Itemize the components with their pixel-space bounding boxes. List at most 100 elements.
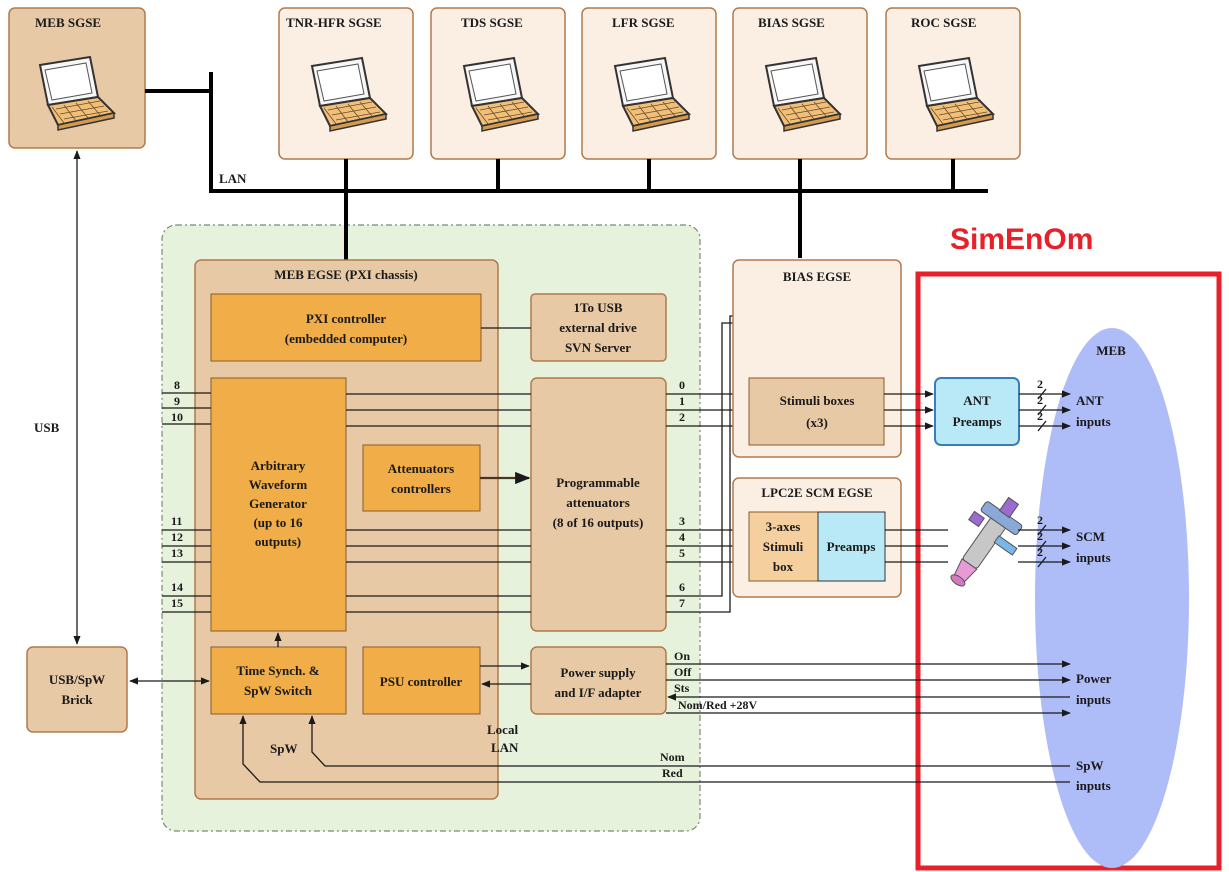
meb-title: MEB bbox=[1096, 343, 1126, 358]
usb-label: USB bbox=[34, 420, 60, 435]
time-label-2: SpW Switch bbox=[244, 683, 313, 698]
awg-channel-lines bbox=[162, 392, 531, 613]
pxi-label-2: (embedded computer) bbox=[285, 331, 407, 346]
power-label-1: Power supply bbox=[560, 665, 636, 680]
scm-width-1: 2 bbox=[1037, 513, 1043, 527]
scm-to-meb-lines bbox=[885, 524, 1071, 568]
programmable-attenuators[interactable]: Programmable attenuators (8 of 16 output… bbox=[530, 377, 667, 632]
att-ctrl-label-2: controllers bbox=[391, 481, 451, 496]
att-ch-7: 7 bbox=[679, 596, 685, 610]
time-synch-spw-switch[interactable]: Time Synch. & SpW Switch bbox=[210, 646, 347, 715]
scm-stim-label-3: box bbox=[773, 559, 794, 574]
att-ctrl-label-1: Attenuators bbox=[388, 461, 454, 476]
simenom-frame bbox=[915, 271, 1222, 871]
att-ch-6: 6 bbox=[679, 580, 685, 594]
meb-power-label-1: Power bbox=[1076, 671, 1112, 686]
meb-power-label-2: inputs bbox=[1076, 692, 1111, 707]
power-on-label: On bbox=[674, 649, 690, 663]
meb-spw-label-2: inputs bbox=[1076, 778, 1111, 793]
ant-width-1: 2 bbox=[1037, 377, 1043, 391]
meb-egse-title: MEB EGSE (PXI chassis) bbox=[274, 267, 417, 282]
stim-label-2: (x3) bbox=[806, 415, 828, 430]
meb-sgse[interactable]: MEB SGSE bbox=[8, 7, 146, 149]
usb-external-drive[interactable]: 1To USB external drive SVN Server bbox=[530, 293, 667, 362]
local-lan-label-1: Local bbox=[487, 722, 518, 737]
scm-stim-label-2: Stimuli bbox=[763, 539, 804, 554]
awg-ch-10: 10 bbox=[171, 410, 183, 424]
tnr-sgse-label: TNR-HFR SGSE bbox=[286, 15, 382, 30]
ant-preamps[interactable]: ANT Preamps bbox=[934, 377, 1020, 446]
tnr-sgse[interactable]: TNR-HFR SGSE bbox=[278, 7, 414, 160]
lfr-sgse[interactable]: LFR SGSE bbox=[581, 7, 717, 160]
power-label-2: and I/F adapter bbox=[555, 685, 642, 700]
awg-ch-15: 15 bbox=[171, 596, 183, 610]
ant-preamps-label-2: Preamps bbox=[953, 414, 1002, 429]
awg-ch-14: 14 bbox=[171, 580, 183, 594]
pxi-controller[interactable]: PXI controller (embedded computer) bbox=[210, 293, 482, 362]
meb-ant-label-2: inputs bbox=[1076, 414, 1111, 429]
power-off-label: Off bbox=[674, 665, 692, 679]
prog-label-1: Programmable bbox=[556, 475, 640, 490]
meb-ellipse bbox=[1035, 328, 1189, 868]
bias-sgse-label: BIAS SGSE bbox=[758, 15, 825, 30]
meb-sgse-label: MEB SGSE bbox=[35, 15, 101, 30]
ant-to-meb-lines bbox=[1019, 388, 1071, 432]
lpc2e-title: LPC2E SCM EGSE bbox=[761, 485, 872, 500]
awg-label-4: (up to 16 bbox=[253, 515, 303, 530]
scm-stimuli-box[interactable]: 3-axes Stimuli box bbox=[748, 511, 819, 582]
awg-label-1: Arbitrary bbox=[251, 458, 306, 473]
power-lines bbox=[666, 660, 1071, 717]
power-supply-adapter[interactable]: Power supply and I/F adapter bbox=[530, 646, 667, 715]
spw-lines bbox=[239, 715, 1070, 783]
ant-width-3: 2 bbox=[1037, 409, 1043, 423]
scm-preamps-label: Preamps bbox=[827, 539, 876, 554]
awg-module[interactable]: Arbitrary Waveform Generator (up to 16 o… bbox=[210, 377, 347, 632]
scm-width-2: 2 bbox=[1037, 529, 1043, 543]
awg-label-2: Waveform bbox=[249, 477, 308, 492]
power-sts-label: Sts bbox=[674, 681, 690, 695]
time-label-1: Time Synch. & bbox=[236, 663, 319, 678]
awg-ch-9: 9 bbox=[174, 394, 180, 408]
attenuators-controllers[interactable]: Attenuators controllers bbox=[362, 444, 481, 512]
meb-scm-label-2: inputs bbox=[1076, 550, 1111, 565]
drive-label-3: SVN Server bbox=[565, 340, 631, 355]
psu-controller[interactable]: PSU controller bbox=[362, 646, 481, 715]
att-ch-0: 0 bbox=[679, 378, 685, 392]
bias-egse-title: BIAS EGSE bbox=[783, 269, 851, 284]
att-ch-5: 5 bbox=[679, 546, 685, 560]
brick-label-1: USB/SpW bbox=[49, 672, 105, 687]
bias-sgse[interactable]: BIAS SGSE bbox=[732, 7, 868, 160]
spw-nom-label: Nom bbox=[660, 750, 685, 764]
att-ch-2: 2 bbox=[679, 410, 685, 424]
roc-sgse-label: ROC SGSE bbox=[911, 15, 976, 30]
awg-ch-13: 13 bbox=[171, 546, 183, 560]
psu-label: PSU controller bbox=[380, 674, 463, 689]
drive-label-1: 1To USB bbox=[573, 300, 622, 315]
att-ch-4: 4 bbox=[679, 530, 685, 544]
usb-spw-brick[interactable]: USB/SpW Brick bbox=[26, 646, 128, 733]
pxi-label-1: PXI controller bbox=[306, 311, 386, 326]
prog-label-2: attenuators bbox=[566, 495, 630, 510]
lan-bus: LAN bbox=[145, 72, 988, 260]
brick-label-2: Brick bbox=[61, 692, 93, 707]
awg-label-5: outputs) bbox=[255, 534, 301, 549]
meb-scm-label-1: SCM bbox=[1076, 529, 1105, 544]
ant-width-2: 2 bbox=[1037, 393, 1043, 407]
simenom-title: SimEnOm bbox=[950, 223, 1093, 256]
stim-label-1: Stimuli boxes bbox=[780, 393, 855, 408]
meb-ant-label-1: ANT bbox=[1076, 393, 1104, 408]
awg-label-3: Generator bbox=[249, 496, 307, 511]
local-lan-label-2: LAN bbox=[491, 740, 519, 755]
lan-label: LAN bbox=[219, 171, 247, 186]
tds-sgse[interactable]: TDS SGSE bbox=[430, 7, 566, 160]
awg-ch-11: 11 bbox=[171, 514, 182, 528]
stimuli-to-ant-lines bbox=[884, 390, 934, 430]
att-ch-3: 3 bbox=[679, 514, 685, 528]
roc-sgse[interactable]: ROC SGSE bbox=[885, 7, 1021, 160]
spw-red-label: Red bbox=[662, 766, 683, 780]
att-ch-1: 1 bbox=[679, 394, 685, 408]
stimuli-boxes[interactable]: Stimuli boxes (x3) bbox=[748, 377, 885, 446]
spw-label: SpW bbox=[270, 741, 297, 756]
scm-preamps[interactable]: Preamps bbox=[817, 511, 886, 582]
